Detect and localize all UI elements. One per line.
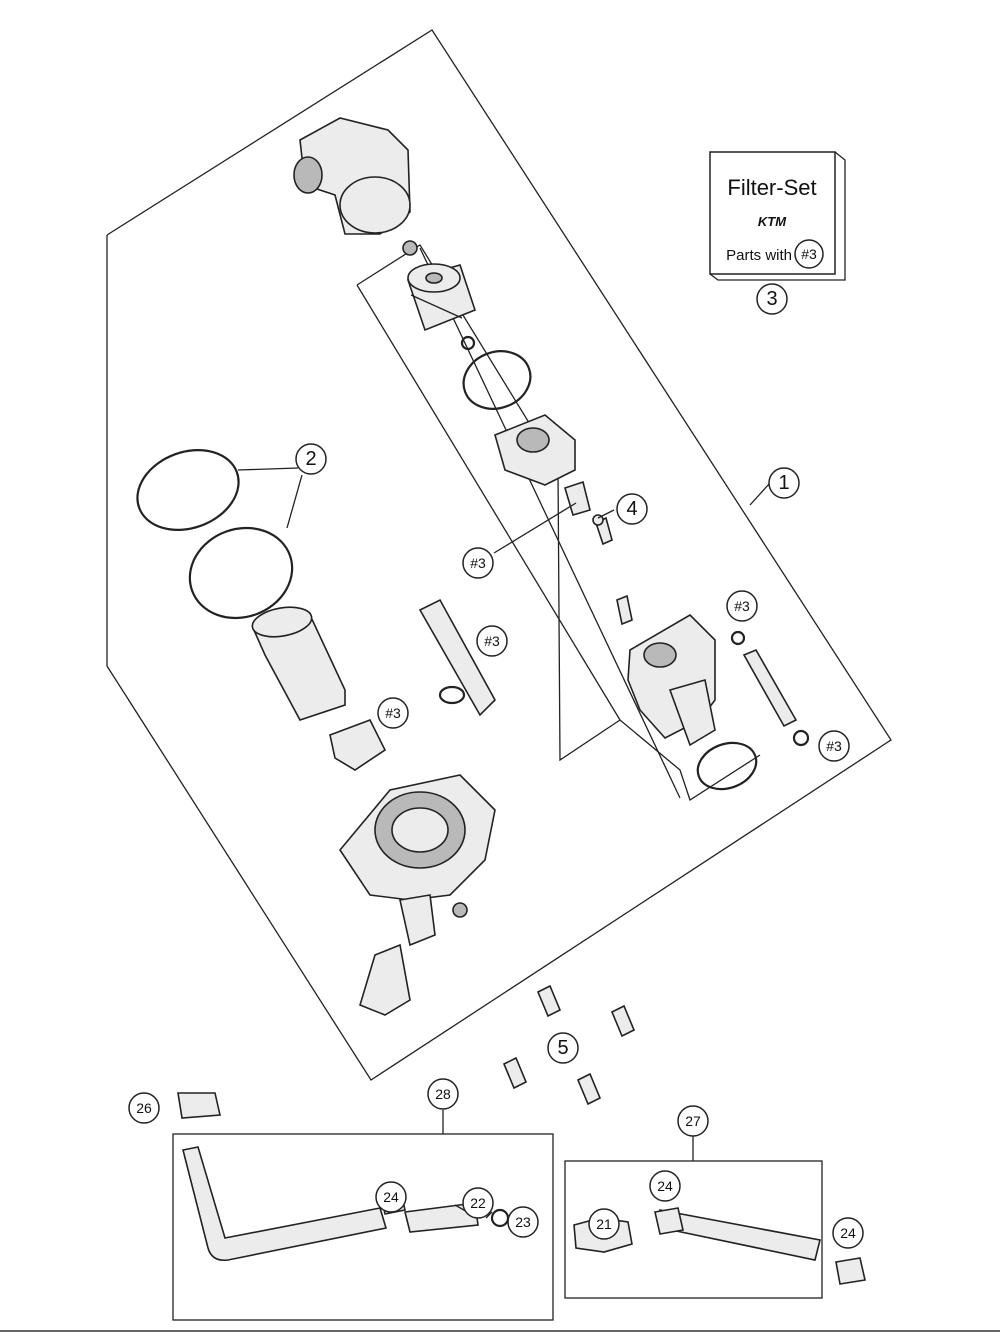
callout-1: 1	[749, 467, 800, 506]
ref-3-a: #3	[462, 502, 577, 579]
svg-text:5: 5	[557, 1037, 568, 1059]
svg-text:24: 24	[840, 1225, 856, 1241]
svg-text:23: 23	[515, 1214, 531, 1230]
callout-24-a: 24	[375, 1181, 407, 1213]
callout-5: 5	[547, 1032, 579, 1064]
pressure-regulator-part	[494, 414, 591, 516]
tube-right-part	[696, 630, 810, 791]
assembly-outline	[106, 29, 892, 1081]
screen-filter-part	[418, 598, 496, 717]
svg-text:#3: #3	[385, 705, 401, 721]
svg-text:#3: #3	[826, 738, 842, 754]
sleeve-part	[251, 606, 346, 721]
callout-4: 4	[597, 493, 648, 525]
svg-text:2: 2	[305, 448, 316, 470]
o-ring-set	[136, 449, 303, 620]
ref-3-c: #3	[377, 697, 409, 729]
ref-3-d: #3	[726, 590, 758, 622]
svg-text:22: 22	[470, 1195, 486, 1211]
svg-text:24: 24	[657, 1178, 673, 1194]
svg-text:4: 4	[626, 498, 637, 520]
fuel-filter-part	[406, 263, 476, 351]
filter-set-title: Filter-Set	[727, 175, 816, 200]
svg-text:24: 24	[383, 1189, 399, 1205]
callout-3: 3	[756, 283, 788, 315]
ref-3-e: #3	[818, 730, 850, 762]
svg-text:1: 1	[778, 472, 789, 494]
filter-set-parts-label: Parts with	[726, 247, 792, 264]
callout-26: 26	[128, 1092, 160, 1124]
clip-part	[329, 718, 387, 771]
fittings-set	[502, 984, 636, 1106]
svg-text:21: 21	[596, 1216, 612, 1232]
fuel-pump-motor-part	[616, 594, 716, 747]
svg-text:#3: #3	[801, 246, 817, 262]
callout-24-c: 24	[832, 1217, 864, 1249]
hose-kit-box	[172, 1110, 554, 1321]
screw-part	[592, 514, 613, 546]
pump-o-ring	[462, 350, 532, 410]
pump-head-part	[293, 117, 418, 256]
svg-text:#3: #3	[734, 598, 750, 614]
callout-24-b: 24	[649, 1170, 681, 1202]
svg-text:28: 28	[435, 1086, 451, 1102]
callout-22: 22	[462, 1187, 494, 1219]
clamp-part	[177, 1092, 221, 1119]
svg-text:26: 26	[136, 1100, 152, 1116]
callout-2: 2	[295, 443, 327, 475]
svg-text:#3: #3	[484, 633, 500, 649]
callout-21: 21	[588, 1208, 620, 1240]
svg-text:#3: #3	[470, 555, 486, 571]
callout-28: 28	[427, 1078, 459, 1110]
pump-housing-part	[339, 774, 496, 1016]
svg-text:27: 27	[685, 1113, 701, 1129]
callout-23: 23	[507, 1206, 539, 1238]
svg-text:3: 3	[766, 288, 777, 310]
filter-set-brand: KTM	[758, 214, 787, 229]
callout-27: 27	[677, 1105, 709, 1137]
ref-3-b: #3	[476, 625, 508, 657]
filter-set-ref: #3	[794, 239, 824, 269]
